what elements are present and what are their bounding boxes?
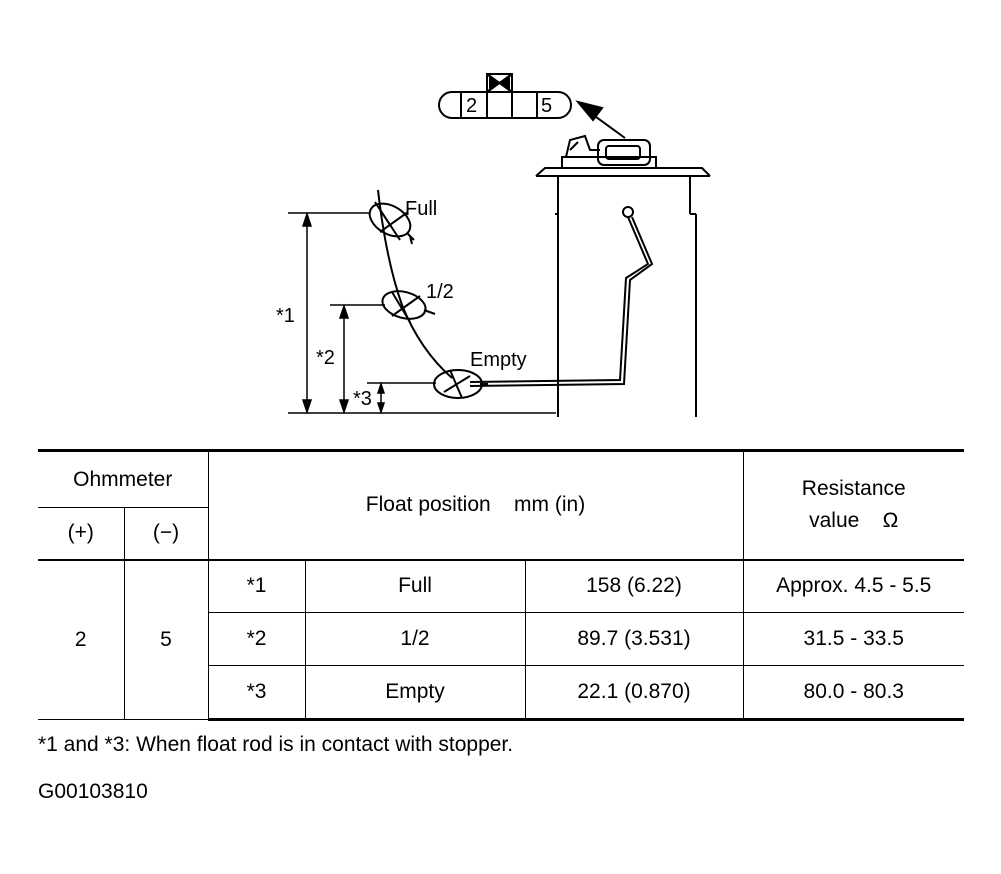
float-empty-label: Empty xyxy=(470,349,527,371)
float-position-header: Float position mm (in) xyxy=(207,449,744,561)
figure-id: G00103810 xyxy=(38,780,148,803)
dimension-3-label: *3 xyxy=(353,388,372,410)
resistance-cell: 80.0 - 80.3 xyxy=(742,665,964,721)
terminal-plus-cell: 2 xyxy=(38,559,125,720)
measure-cell: 22.1 (0.870) xyxy=(524,665,744,721)
ohmmeter-header: Ohmmeter xyxy=(38,449,209,508)
position-cell: Empty xyxy=(304,665,526,721)
ref-cell: *3 xyxy=(208,665,306,721)
ohmmeter-plus-header: (+) xyxy=(38,507,125,561)
ohmmeter-minus-header: (−) xyxy=(123,507,208,561)
table-row: *3 Empty 22.1 (0.870) 80.0 - 80.3 xyxy=(38,665,964,721)
dimension-1-label: *1 xyxy=(276,305,295,327)
dimension-lines xyxy=(288,211,556,415)
float-full-icon xyxy=(368,201,415,245)
ref-cell: *1 xyxy=(207,559,306,613)
position-cell: Full xyxy=(304,559,526,613)
float-empty-icon xyxy=(433,369,488,399)
ref-cell: *2 xyxy=(208,612,306,666)
fuel-sender-diagram: 2 5 Full 1/2 Empty *1 *2 *3 xyxy=(276,73,711,417)
float-half-icon xyxy=(381,290,436,323)
fuel-pump-body xyxy=(469,134,711,417)
float-full-label: Full xyxy=(405,198,437,220)
table-row: 2 5 *1 Full 158 (6.22) Approx. 4.5 - 5.5 xyxy=(38,559,964,720)
connector-terminal-right: 5 xyxy=(541,95,552,117)
measure-cell: 158 (6.22) xyxy=(524,559,744,613)
resistance-cell: 31.5 - 33.5 xyxy=(742,612,964,666)
resistance-header-line1: Resistance xyxy=(801,477,906,501)
connector-terminal-left: 2 xyxy=(466,95,477,117)
resistance-spec-table: Ohmmeter Float position mm (in) Resistan… xyxy=(38,449,964,721)
arrow-icon xyxy=(575,100,626,139)
measure-cell: 89.7 (3.531) xyxy=(524,612,744,666)
resistance-cell: Approx. 4.5 - 5.5 xyxy=(742,559,964,613)
footnote: *1 and *3: When float rod is in contact … xyxy=(38,733,514,756)
dimension-2-label: *2 xyxy=(316,347,335,369)
float-swing-arc xyxy=(377,189,453,379)
resistance-header-line2: value Ω xyxy=(809,509,899,533)
terminal-minus-cell: 5 xyxy=(123,559,209,720)
connector-icon xyxy=(438,73,572,119)
position-cell: 1/2 xyxy=(304,612,526,666)
float-half-label: 1/2 xyxy=(426,281,454,303)
resistance-header: Resistance value Ω xyxy=(742,449,964,561)
